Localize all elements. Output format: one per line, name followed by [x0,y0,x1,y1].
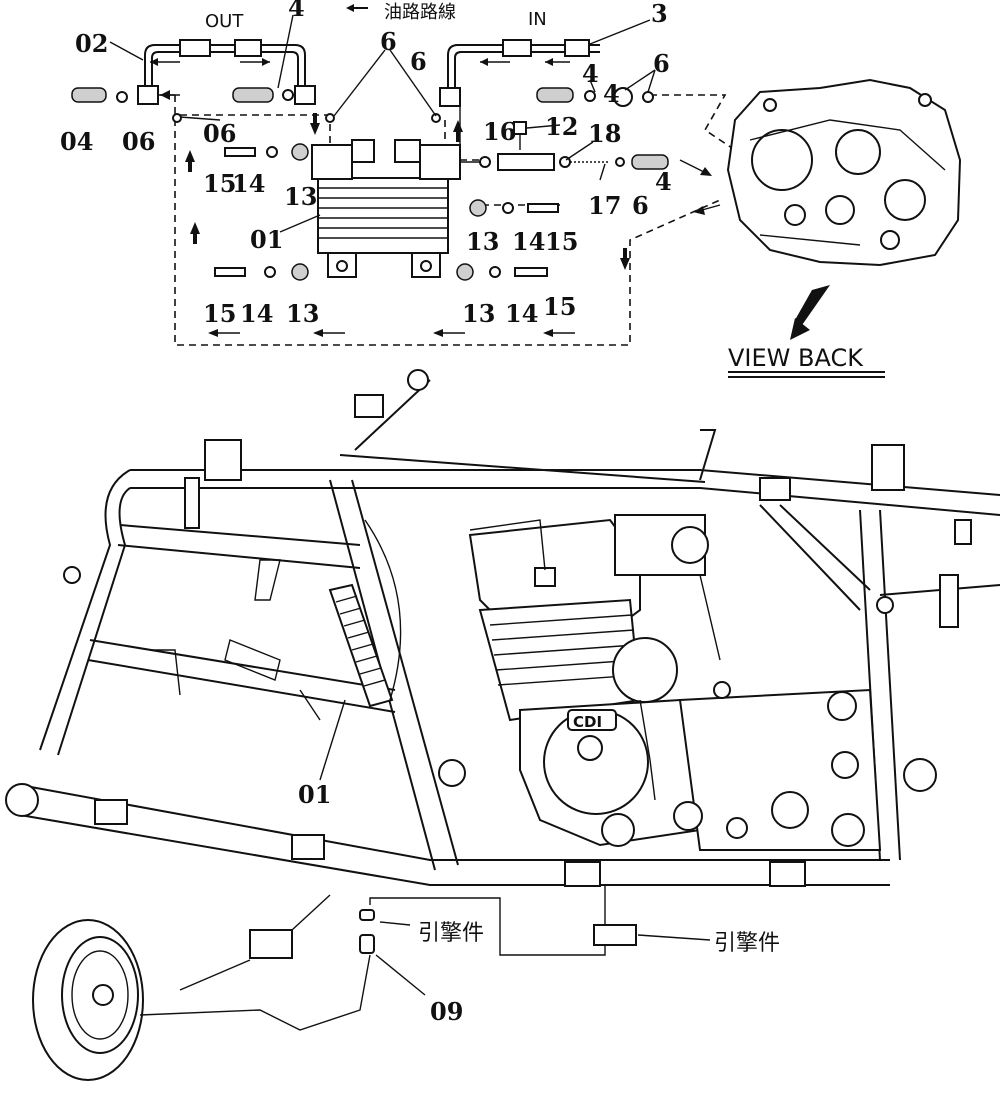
callout-15-b: 15 [545,227,578,256]
callout-16: 16 [483,117,516,146]
callout-4-b: 4 [582,59,599,88]
out-hose [137,39,316,105]
bolt-group-mid-right [469,199,559,217]
engine-part-ref-left: 引擎件 [418,921,484,946]
callout-15-d: 15 [543,292,576,321]
callout-18: 18 [588,119,621,148]
callout-17: 17 [588,191,621,220]
leader-01-bottom [319,699,346,781]
callout-6-b: 6 [410,47,427,76]
oil-cooler-radiator [311,139,461,278]
out-label: OUT [205,11,244,32]
callout-4-c: 4 [603,79,620,108]
bolt-group-lower-left [214,263,309,281]
callout-15-c: 15 [203,299,236,328]
callout-14-c: 14 [240,299,273,328]
callout-13-d: 13 [462,299,495,328]
view-back-label: VIEW BACK [728,344,864,372]
callout-06-b: 06 [203,119,236,148]
flow-arrows [185,113,721,337]
bolt-group-upper-left [224,143,309,161]
callout-4-d: 4 [655,167,672,196]
callout-4-a: 4 [288,0,305,22]
in-label: IN [528,9,547,30]
bolt-group-lower-right [456,263,548,281]
callout-14-a: 14 [232,169,265,198]
callout-01-b: 01 [298,780,331,809]
callout-6-d: 6 [632,191,649,220]
mounted-oil-cooler [150,519,402,721]
callout-06-a: 06 [122,127,155,156]
callout-13-b: 13 [466,227,499,256]
view-back-arrow [728,285,885,378]
callout-14-d: 14 [505,299,538,328]
callout-12: 12 [545,112,578,141]
crankcase-view-back [726,78,962,267]
callout-01-a: 01 [250,225,283,254]
leader-lines [109,14,656,233]
callout-09: 09 [430,997,463,1026]
engine-part-ref-right: 引擎件 [714,931,780,956]
fittings-left [71,87,441,123]
in-hose [439,39,600,107]
legend-text: 油路路線 [384,2,456,23]
callout-6-c: 6 [653,49,670,78]
cooling-fan [32,885,711,1081]
legend-arrow-icon [346,4,368,12]
callout-13-c: 13 [286,299,319,328]
oil-cooler-circuit [71,4,962,378]
callout-6-a: 6 [380,27,397,56]
fittings-right [459,87,669,171]
callout-13-a: 13 [284,182,317,211]
engine-block [438,514,882,851]
callout-14-b: 14 [512,227,545,256]
cdi-label: CDI [573,713,602,731]
callout-15-a: 15 [203,169,236,198]
callout-04: 04 [60,127,93,156]
callout-3: 3 [651,0,668,28]
labels: OUT IN 油路路線 VIEW BACK 02 04 06 06 4 6 6 … [60,0,864,1026]
callout-02: 02 [75,29,108,58]
